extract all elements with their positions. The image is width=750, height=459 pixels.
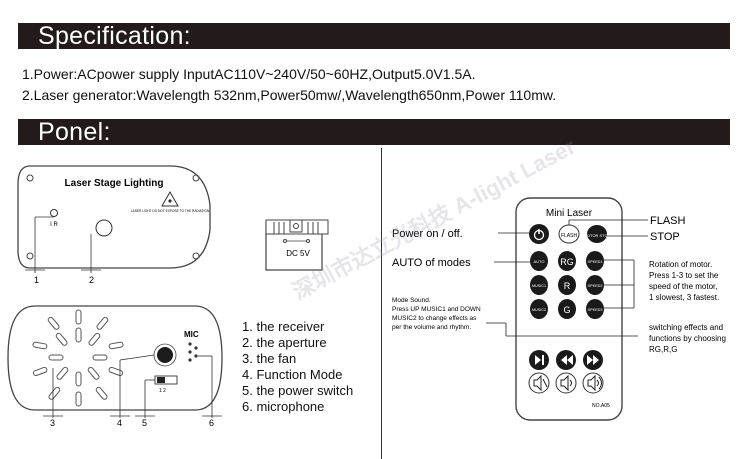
speed1-button: SPEED1 [586,251,604,271]
speed2-small-label: SPEED2 [588,284,603,288]
speed3-button: SPEED3 [586,299,604,319]
annot-mode-sound-4: per the volume and rhythm. [392,324,471,331]
g-button: G [558,299,576,319]
laser-warning-icon [161,190,179,207]
annot-mode-sound-1: Mode Sound. [392,297,431,304]
play-pause-button [529,350,549,370]
annot-stop: STOP [650,231,680,243]
flash-small-label: FLASH [561,233,578,239]
legend-item: 2. the aperture [242,335,327,350]
spec-power-line: 1.Power:ACpower supply InputAC110V~240V/… [22,66,476,82]
power-button [529,224,549,244]
specification-title: Specification: [38,22,191,50]
r-button: R [558,275,576,295]
annot-switching-1: switching effects and [649,323,723,332]
remote-title: Mini Laser [546,208,593,219]
volume-up-button [582,372,604,394]
back-panel-outline [7,305,223,411]
g-label: G [563,305,570,315]
dc-jack-diagram: DC 5V [265,219,329,271]
annot-switching-2: functions by choosing [649,334,726,343]
rg-label: RG [560,257,574,267]
next-button [583,350,603,370]
volume-down-button [555,372,577,394]
callout-5: 5 [142,418,147,428]
music2-small-label: MUSIC2 [532,308,546,312]
music1-small-label: MUSIC1 [532,284,546,288]
motor-stop-button: MOTOR STOP [584,225,611,243]
microphone-holes [188,342,198,362]
auto-small-label: AUTO [533,259,544,264]
dc-label: DC 5V [286,249,310,258]
annot-rotation-3: speed of the motor, [649,282,718,291]
fan-vents [32,309,124,407]
callout-6: 6 [209,418,214,428]
panel-legend: 1. the receiver 2. the aperture 3. the f… [242,319,353,415]
switch-label: 1 2 [159,388,166,394]
ir-label: I R [50,222,58,228]
front-panel-diagram: Laser Stage Lighting I R LASER LIGHT DO … [17,165,211,285]
dc-jack-socket [289,219,303,233]
remote-diagram: Mini Laser FLASH MOTOR STOP AUTO MUSIC1 … [392,197,726,421]
panel-header: Ponel: [18,118,730,146]
annot-mode-sound-3: MUSIC2 to change effects as [392,315,477,322]
ir-receiver [50,209,58,217]
panel-title: Ponel: [38,118,111,146]
music1-button: MUSIC1 [530,275,548,295]
rg-button: RG [558,251,576,271]
callout-2: 2 [89,275,94,285]
annot-flash: FLASH [650,215,686,227]
legend-item: 5. the power switch [242,383,354,398]
previous-button [556,350,576,370]
flash-button: FLASH [558,224,580,244]
spec-laser-line: 2.Laser generator:Wavelength 532nm,Power… [22,87,557,103]
annot-rotation-2: Press 1-3 to set the [649,271,719,280]
legend-item: 6. microphone [242,399,325,414]
mic-label: MIC [184,330,199,339]
warning-text: LASER LIGHT DO NOT EXPOSE TO THE RADIATI… [131,209,210,213]
callout-1: 1 [34,275,39,285]
annot-auto: AUTO of modes [392,257,471,269]
mute-button [528,372,550,394]
back-panel-diagram: MIC 1 2 3 4 5 6 [7,305,223,428]
model-number: NO.A05 [592,403,610,409]
power-switch [154,375,178,385]
speed2-button: SPEED2 [586,275,604,295]
front-panel-outline [17,165,211,269]
annot-rotation-1: Rotation of motor. [649,260,712,269]
legend-item: 4. Function Mode [242,367,343,382]
music2-button: MUSIC2 [530,299,548,319]
mode-button [157,347,173,363]
r-label: R [564,281,571,291]
annot-rotation-4: 1 slowest, 3 fastest. [649,293,719,302]
callout-3: 3 [50,418,55,428]
legend-item: 3. the fan [242,351,297,366]
laser-aperture [95,219,113,237]
front-panel-label: Laser Stage Lighting [65,178,164,189]
specification-header: Specification: [18,22,730,50]
callout-4: 4 [117,418,122,428]
auto-button: AUTO [530,251,548,271]
speed3-small-label: SPEED3 [588,308,603,312]
motor-stop-small-label: MOTOR STOP [584,233,611,238]
section-divider [381,148,382,459]
annot-switching-3: RG,R,G [649,345,677,354]
annot-power: Power on / off. [392,228,463,240]
annot-mode-sound-2: Press UP MUSIC1 and DOWN [392,306,481,313]
speed1-small-label: SPEED1 [588,260,603,264]
legend-item: 1. the receiver [242,319,325,334]
